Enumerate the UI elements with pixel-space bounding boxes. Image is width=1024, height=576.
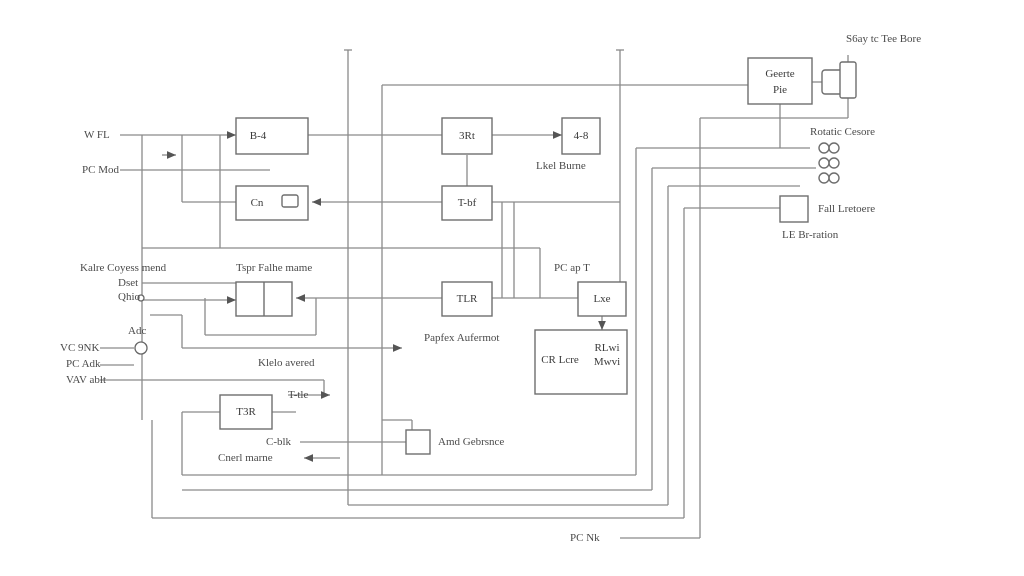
block-tlr <box>441 281 493 317</box>
junction-node <box>134 341 148 355</box>
input-label-2: PC Mod <box>82 164 119 176</box>
block-3rt-text: 3Rt <box>459 130 475 142</box>
input-label-5: VAV ablt <box>66 374 107 386</box>
label-clok: C-blk <box>266 436 292 448</box>
label-cnertl: Cnerl marne <box>218 452 273 464</box>
option-label-2: Qhio <box>118 291 140 303</box>
block-cr-lcre <box>534 329 628 395</box>
label-pc-nk: PC Nk <box>570 532 600 544</box>
block-cn-text: Cn <box>250 197 264 209</box>
block-cr-line3: Mwvi <box>593 356 621 368</box>
block-3rt <box>441 117 493 155</box>
adc-label: Adc <box>128 325 147 337</box>
block-geerte-line1: Geerte <box>765 68 795 80</box>
block-4-8-text: 4-8 <box>573 130 589 142</box>
block-tlr-text: TLR <box>456 293 478 305</box>
block-t3r-text: T3R <box>236 406 256 418</box>
coil-icon <box>818 142 840 184</box>
block-cr-line2: RLwi <box>594 342 620 354</box>
label-amd: Amd Gebrsnce <box>438 436 505 448</box>
label-le-br: LE Br-ration <box>782 229 839 241</box>
block-amd <box>405 429 431 455</box>
block-t3r <box>219 394 273 430</box>
input-label-3: VC 9NK <box>60 342 100 354</box>
block-geerte-line2: Pie <box>772 84 788 96</box>
label-tde: T-tle <box>288 389 309 401</box>
label-under-4-8: Lkel Burne <box>536 160 586 172</box>
block-lxe <box>577 281 627 317</box>
label-fall: Fall Lretoere <box>818 203 876 215</box>
block-t-bf-text: T-bf <box>457 197 477 209</box>
label-top-right: S6ay tc Tee Bore <box>846 33 922 45</box>
block-b4 <box>235 117 309 155</box>
label-kelo: Klelo avered <box>258 357 315 369</box>
block-4-8 <box>561 117 601 155</box>
control-group-label: Kalre Coyess mend <box>80 262 167 274</box>
label-under-tlr: Papfex Aufermot <box>424 332 500 344</box>
block-lxe-text: Lxe <box>593 293 611 305</box>
block-b4-text: B-4 <box>249 130 267 142</box>
block-geerte-pie <box>747 57 813 105</box>
label-twin-block: Tspr Falhe mame <box>236 262 313 274</box>
label-above-lxe: PC ap T <box>554 262 590 274</box>
block-cr-line1: CR Lcre <box>541 354 579 366</box>
input-label-1: W FL <box>84 129 110 141</box>
label-rotatic: Rotatic Cesore <box>810 126 876 138</box>
block-fall <box>779 195 809 223</box>
option-label-1: Dset <box>118 277 139 289</box>
input-label-4: PC Adk <box>66 358 101 370</box>
block-t-bf <box>441 185 493 221</box>
